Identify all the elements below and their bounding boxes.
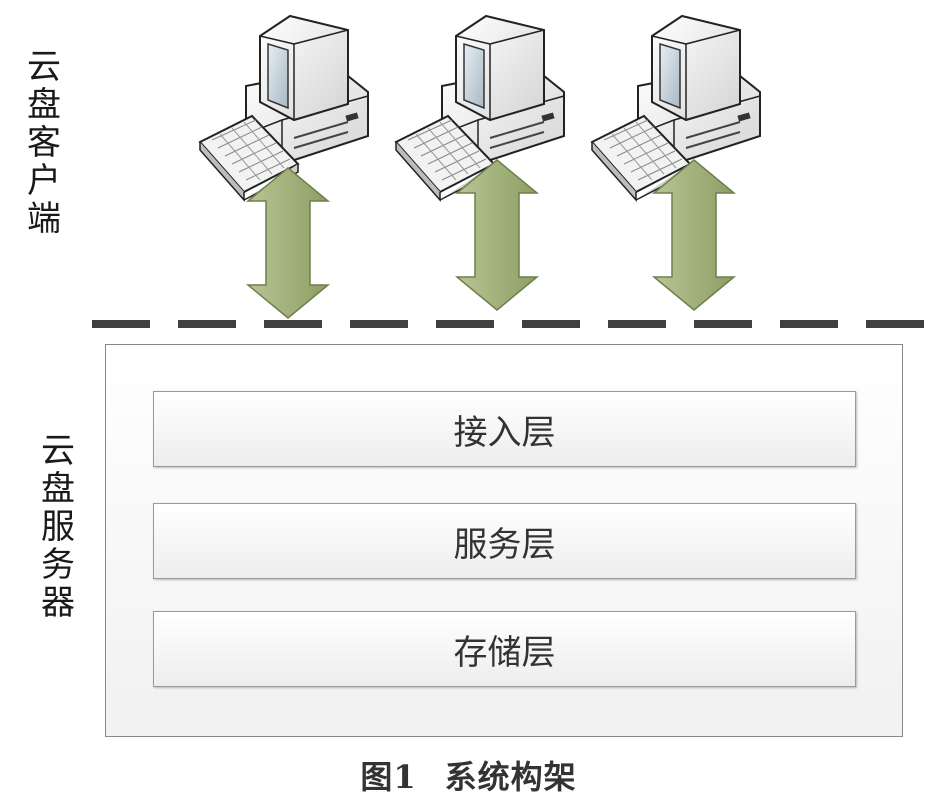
- server-label-char: 务: [41, 545, 75, 585]
- access-layer-box: 接入层: [153, 391, 856, 467]
- server-box: 接入层 服务层 存储层: [105, 344, 903, 737]
- client-computer-icon-2: [395, 15, 565, 201]
- connection-arrow-1: [247, 167, 329, 319]
- storage-layer-box: 存储层: [153, 611, 856, 687]
- server-label-char: 云: [41, 431, 75, 471]
- figure-number: 图1: [360, 758, 417, 796]
- server-label-char: 器: [41, 583, 75, 623]
- client-label-char: 户: [27, 161, 61, 201]
- connection-arrow-3: [653, 159, 735, 311]
- server-label: 云盘服务器: [38, 432, 78, 622]
- client-label: 云盘客户端: [24, 48, 64, 238]
- server-label-char: 服: [41, 507, 75, 547]
- figure-caption: 图1 系统构架: [0, 752, 937, 798]
- connection-arrow-2: [456, 159, 538, 311]
- client-label-char: 端: [27, 199, 61, 239]
- figure-title: 系统构架: [444, 758, 577, 796]
- client-computer-icon-3: [591, 15, 761, 201]
- server-label-char: 盘: [41, 469, 75, 509]
- client-label-char: 客: [27, 123, 61, 163]
- client-label-char: 盘: [27, 85, 61, 125]
- client-label-char: 云: [27, 47, 61, 87]
- service-layer-box: 服务层: [153, 503, 856, 579]
